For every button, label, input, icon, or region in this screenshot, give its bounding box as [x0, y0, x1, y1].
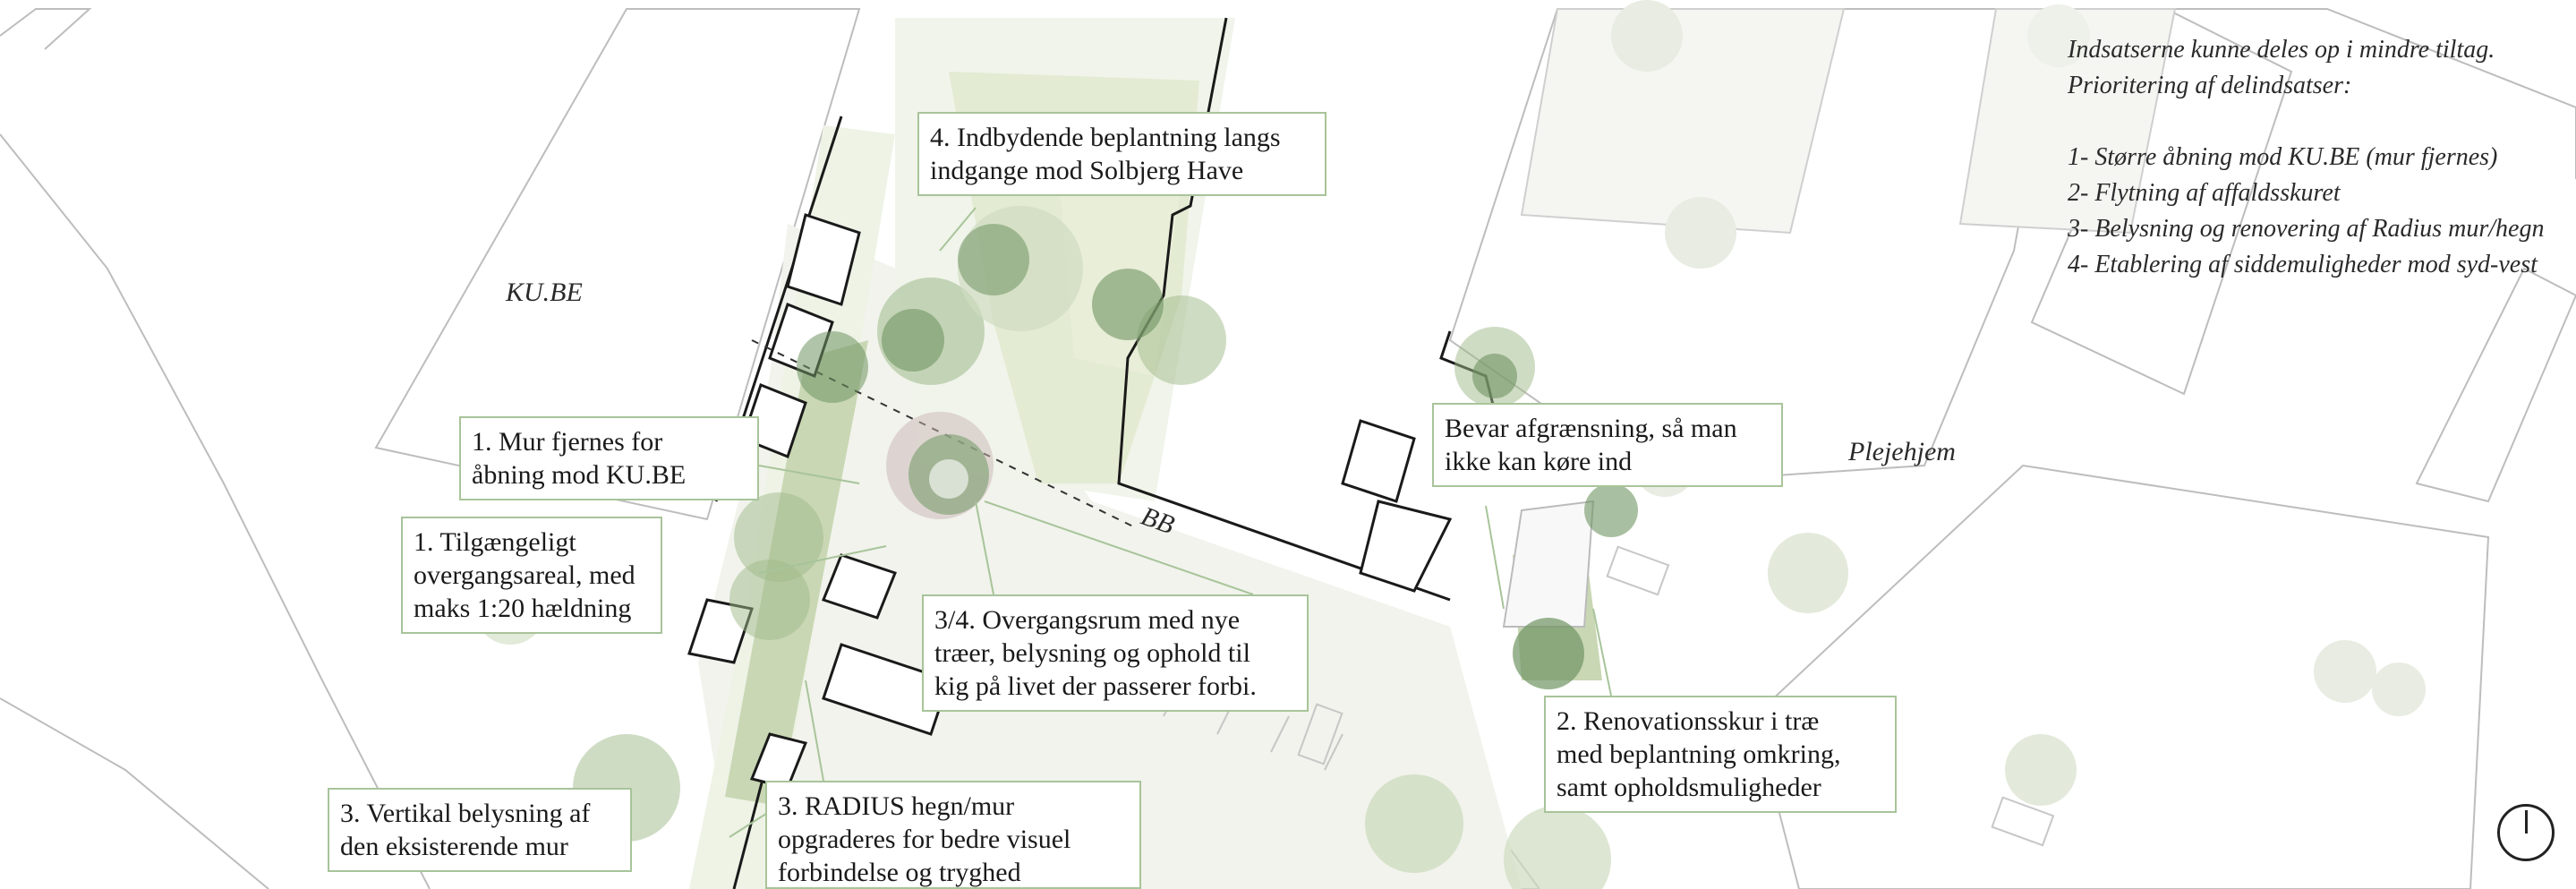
notes-spacer: [2068, 104, 2544, 140]
label-renovation-shed: 2. Renovationsskur i træ med beplantning…: [1544, 696, 1897, 813]
label-vertical-lighting: 3. Vertikal belysning af den eksisterend…: [328, 788, 632, 872]
parking-marks: [1163, 545, 2055, 847]
label-keep-boundary: Bevar afgrænsning, så man ikke kan køre …: [1432, 403, 1783, 487]
label-transition-space: 3/4. Overgangsrum med nye træer, belysni…: [922, 594, 1309, 712]
label-wall-removal: 1. Mur fjernes for åbning mod KU.BE: [459, 416, 759, 500]
north-arrow-icon: [2497, 804, 2555, 861]
hatched-area: [1502, 500, 1595, 628]
notes-item-1: 1- Større åbning mod KU.BE (mur fjernes): [2068, 143, 2498, 171]
building-fills: [1520, 8, 2177, 235]
place-label-plejehjem: Plejehjem: [1848, 437, 1956, 466]
label-planting: 4. Indbydende beplantning langs indgange…: [917, 112, 1326, 196]
notes-item-2: 2- Flytning af affaldsskuret: [2068, 179, 2341, 207]
notes-intro-2: Prioritering af delindsatser:: [2068, 72, 2352, 99]
label-accessible-area: 1. Tilgængeligt overgangsareal, med maks…: [401, 517, 662, 634]
notes-item-4: 4- Etablering af siddemuligheder mod syd…: [2068, 251, 2538, 278]
priority-notes: Indsatserne kunne deles op i mindre tilt…: [2068, 32, 2544, 283]
notes-intro-1: Indsatserne kunne deles op i mindre tilt…: [2068, 36, 2495, 64]
place-label-kube: KU.BE: [506, 278, 583, 307]
notes-item-3: 3- Belysning og renovering af Radius mur…: [2068, 215, 2545, 243]
leader-lines: [729, 207, 1612, 838]
label-radius-fence: 3. RADIUS hegn/mur opgraderes for bedre …: [765, 781, 1141, 889]
